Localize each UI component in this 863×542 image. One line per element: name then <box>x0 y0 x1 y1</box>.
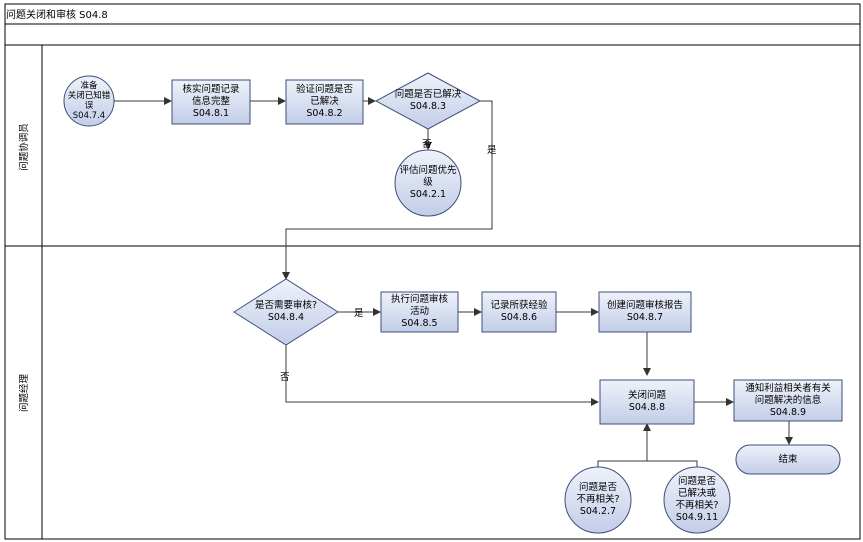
node-lessons-shape[interactable] <box>481 291 557 333</box>
node-exec-review-shape[interactable] <box>380 291 459 333</box>
node-validate-shape[interactable] <box>285 79 364 125</box>
edge-resolved-close <box>647 460 698 467</box>
node-close-shape[interactable] <box>599 379 695 425</box>
diagram-title: 问题关闭和审核 S04.8 <box>6 10 108 21</box>
node-notify-label: 通知利益相关者有关 问题解决的信息 S04.8.9 <box>745 382 831 418</box>
diagram-frame <box>4 3 861 540</box>
node-end-shape[interactable] <box>735 444 841 475</box>
node-close-label: 关闭问题 S04.8.8 <box>627 390 666 413</box>
node-end-label: 结束 <box>778 453 798 465</box>
edge-irrelevant-close <box>597 423 651 467</box>
node-irrelevant-shape[interactable] <box>564 466 632 534</box>
lane-label-coordinator: 问题协调员 <box>19 123 30 171</box>
node-resolved-irrelevant-label: 问题是否 已解决或 不再相关? S04.9.11 <box>675 476 719 523</box>
node-notify-shape[interactable] <box>733 379 843 422</box>
edge-label-yes-2: 是 <box>354 308 364 319</box>
node-prepare-shape[interactable] <box>63 75 115 127</box>
node-priority-label: 评估问题优先 级 S04.2.1 <box>399 165 457 200</box>
node-priority-shape[interactable] <box>394 149 462 217</box>
connectors <box>114 97 793 467</box>
edge-label-yes-1: 是 <box>487 145 497 156</box>
node-lessons-label: 记录所获经验 S04.8.6 <box>490 300 548 323</box>
nodes <box>63 72 843 534</box>
node-review-decision-label: 是否需要审核? S04.8.4 <box>254 300 318 323</box>
node-review-decision-shape[interactable] <box>233 278 339 346</box>
node-resolved-irrelevant-shape[interactable] <box>663 466 731 534</box>
node-resolved-decision-shape[interactable] <box>374 72 482 130</box>
node-verify-record-shape[interactable] <box>171 79 251 125</box>
edge-label-no-2: 否 <box>280 372 290 383</box>
node-prepare-label: 准备 关闭已知错 误 S04.7.4 <box>67 81 111 121</box>
edge-decision-review <box>282 100 493 280</box>
node-irrelevant-label: 问题是否 不再相关? S04.2.7 <box>576 482 620 517</box>
node-exec-review-label: 执行问题审核 活动 S04.8.5 <box>390 294 448 329</box>
edge-review-close <box>285 345 599 406</box>
node-validate-label: 验证问题是否 已解决 S04.8.2 <box>295 84 353 119</box>
node-verify-record-label: 核实问题记录 信息完整 S04.8.1 <box>182 84 240 119</box>
node-report-shape[interactable] <box>598 291 692 333</box>
node-report-label: 创建问题审核报告 S04.8.7 <box>606 300 683 323</box>
edge-label-no-1: 否 <box>422 139 432 150</box>
lane-label-manager: 问题经理 <box>19 374 30 413</box>
node-resolved-decision-label: 问题是否已解决 S04.8.3 <box>394 89 462 112</box>
